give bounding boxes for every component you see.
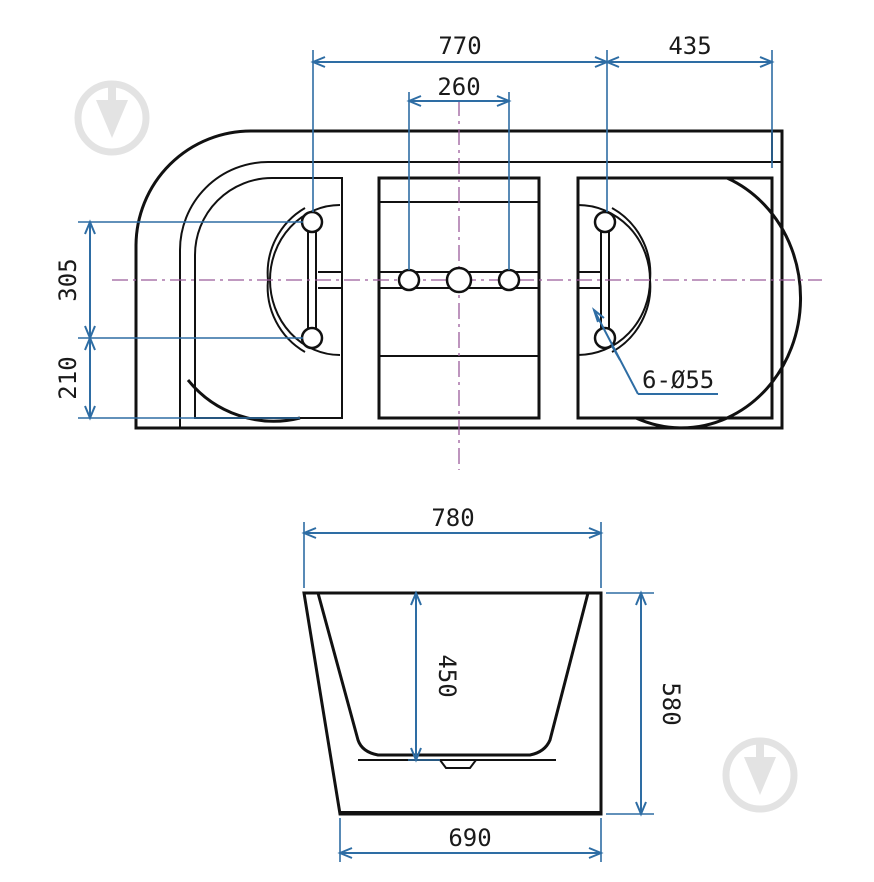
- dimension-580: 580: [606, 590, 685, 817]
- dimension-260: 260: [406, 73, 512, 270]
- dimension-label: 260: [437, 73, 480, 101]
- tub-rim-line: [179, 161, 782, 428]
- tub-outer-outline: [134, 129, 784, 430]
- dimension-690: 690: [337, 818, 604, 862]
- dimension-435: 435: [604, 32, 775, 168]
- dimension-780: 780: [301, 504, 604, 588]
- dimension-210: 210: [54, 335, 300, 421]
- jet-hole: [300, 210, 324, 234]
- jet-hole: [593, 210, 617, 234]
- dimension-label: 435: [668, 32, 711, 60]
- dimension-450: 450: [408, 590, 461, 763]
- dimension-label: 305: [54, 258, 82, 301]
- jet-hole: [497, 268, 521, 292]
- tub-side-outline: [302, 591, 603, 816]
- dimension-770: 770: [310, 32, 610, 212]
- jet-hole: [300, 326, 324, 350]
- dimension-label: 450: [433, 654, 461, 697]
- side-view: 780 690 450 580: [301, 504, 685, 862]
- dimension-label: 210: [54, 356, 82, 399]
- drain-hole: [445, 266, 473, 294]
- tub-basin-outline: [316, 592, 590, 757]
- dimension-label: 580: [657, 682, 685, 725]
- jet-hole: [593, 326, 617, 350]
- watermark-logo-icon: [722, 737, 798, 813]
- hole-callout-label: 6-Ø55: [642, 366, 714, 394]
- dimension-label: 770: [438, 32, 481, 60]
- tub-inner-wall: [194, 177, 343, 419]
- dimension-label: 780: [431, 504, 474, 532]
- plan-view: 770 435 260 305: [54, 32, 822, 470]
- hole-callout: 6-Ø55: [591, 307, 718, 395]
- dimension-label: 690: [448, 824, 491, 852]
- left-compartment: [186, 204, 342, 423]
- watermark-logo-icon: [74, 80, 150, 156]
- jet-hole: [397, 268, 421, 292]
- dimension-305: 305: [54, 219, 303, 341]
